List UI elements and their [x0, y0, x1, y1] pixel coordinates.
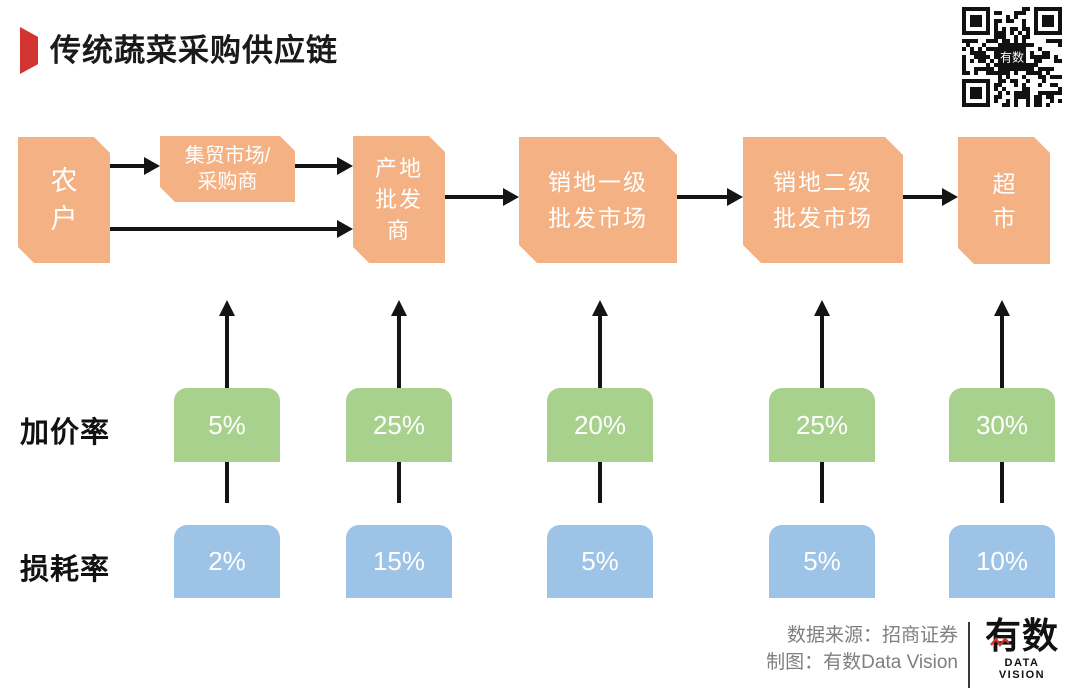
chain-node-farmer: 农 户	[18, 137, 110, 263]
loss-rate-box: 2%	[174, 525, 280, 598]
node-label: 超	[992, 170, 1016, 197]
loss-rate-value: 2%	[208, 546, 246, 576]
chain-node-origin-wholesaler: 产地 批发 商	[353, 136, 445, 263]
markup-rate-value: 25%	[372, 409, 426, 440]
markup-rate-value: 25%	[795, 409, 849, 440]
node-label: 批发市场	[548, 205, 648, 231]
node-label: 市	[992, 204, 1016, 231]
node-label: 产地	[374, 156, 423, 181]
loss-rate-box: 5%	[769, 525, 875, 598]
loss-rate-box: 5%	[547, 525, 653, 598]
loss-rate-box: 15%	[346, 525, 452, 598]
node-label: 销地一级	[548, 169, 648, 195]
data-source-text: 数据来源：招商证券	[786, 625, 958, 646]
loss-rate-value: 15%	[372, 546, 426, 576]
node-label: 销地二级	[773, 169, 873, 195]
node-label: 户	[50, 204, 78, 234]
loss-rate-value: 5%	[803, 546, 841, 576]
loss-rate-row-label: 损耗率	[20, 554, 111, 586]
node-label: 集贸市场/	[184, 145, 271, 167]
markup-rate-row-label: 加价率	[20, 417, 111, 449]
chain-node-trade-market-purchaser: 集贸市场/ 采购商	[160, 136, 295, 202]
svg-text:有数: 有数	[1000, 49, 1024, 64]
loss-rate-value: 5%	[581, 546, 619, 576]
footer-credits: 数据来源：招商证券 制图：有数Data Vision	[766, 622, 958, 676]
logo-en-text: DATA VISION	[998, 657, 1046, 681]
qr-code: 有数	[962, 7, 1062, 107]
node-label: 批发市场	[773, 205, 873, 231]
markup-rate-value: 20%	[573, 409, 627, 440]
youshu-logo: 有数 DATA VISION	[980, 615, 1064, 682]
node-label: 农	[50, 166, 78, 196]
node-label: 商	[386, 218, 411, 243]
chain-node-destination-l1-wholesale-market: 销地一级 批发市场	[519, 137, 677, 263]
footer-divider	[968, 622, 970, 688]
chain-node-destination-l2-wholesale-market: 销地二级 批发市场	[743, 137, 903, 263]
loss-rate-box: 10%	[949, 525, 1055, 598]
markup-rate-value: 5%	[208, 409, 246, 440]
node-label: 采购商	[197, 171, 258, 193]
loss-rate-value: 10%	[975, 546, 1029, 576]
logo-cn-text: 有数	[984, 615, 1059, 656]
markup-rate-box: 20%	[547, 388, 653, 462]
logo-zigzag-icon	[990, 637, 1010, 647]
markup-rate-box: 25%	[769, 388, 875, 462]
markup-rate-box: 25%	[346, 388, 452, 462]
markup-rate-value: 30%	[975, 409, 1029, 440]
markup-rate-box: 5%	[174, 388, 280, 462]
page-title: 传统蔬菜采购供应链	[50, 33, 338, 68]
markup-rate-box: 30%	[949, 388, 1055, 462]
chart-credit-text: 制图：有数Data Vision	[766, 652, 958, 673]
chain-node-supermarket: 超 市	[958, 137, 1050, 264]
node-label: 批发	[374, 187, 423, 212]
title-accent-ribbon-icon	[20, 27, 38, 74]
